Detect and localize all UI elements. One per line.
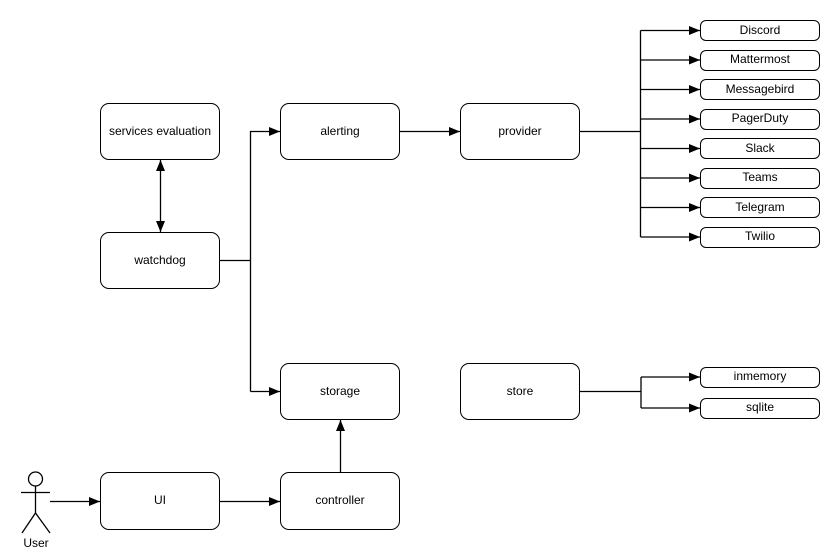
- node-provider-twilio: Twilio: [700, 226, 820, 248]
- edge-junction-alerting: [249, 127, 280, 392]
- node-storage: storage: [280, 363, 400, 420]
- node-provider-teams: Teams: [700, 167, 820, 189]
- node-ui: UI: [100, 472, 220, 530]
- node-provider: provider: [460, 103, 580, 160]
- node-provider-mattermost: Mattermost: [700, 49, 820, 71]
- node-controller: controller: [280, 472, 400, 530]
- node-provider-telegram: Telegram: [700, 197, 820, 218]
- node-provider-messagebird: Messagebird: [700, 79, 820, 100]
- node-provider-pagerduty: PagerDuty: [700, 108, 820, 130]
- node-store: store: [460, 363, 580, 420]
- node-provider-slack: Slack: [700, 138, 820, 159]
- node-provider-discord: Discord: [700, 20, 820, 41]
- node-watchdog: watchdog: [100, 232, 220, 289]
- user-actor-label: User: [23, 536, 49, 550]
- node-alerting: alerting: [280, 103, 400, 160]
- node-store-inmemory: inmemory: [700, 366, 820, 388]
- user-actor-icon: [21, 471, 51, 534]
- node-services-evaluation: services evaluation: [100, 103, 220, 160]
- node-store-sqlite: sqlite: [700, 397, 820, 419]
